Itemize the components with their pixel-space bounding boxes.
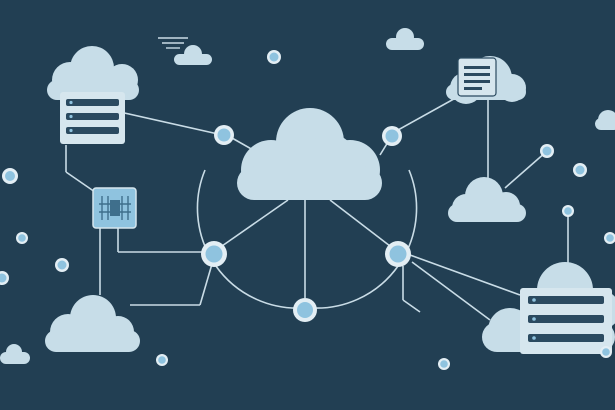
cloud-icon <box>45 295 140 352</box>
cloud-icon <box>595 110 615 130</box>
decorative-dots <box>0 50 615 370</box>
line-to-chip <box>65 171 96 193</box>
network-node-icon <box>382 126 402 146</box>
cloud-icon <box>386 28 424 50</box>
network-node-icon <box>201 241 227 267</box>
line-cloud-to-node-right2 <box>329 199 391 247</box>
server-rack-icon <box>520 288 612 354</box>
document-list-icon <box>457 57 497 97</box>
line-cloud-to-node-left <box>221 199 289 247</box>
central-cloud-icon <box>237 108 382 200</box>
line-node-down-right2 <box>402 299 421 313</box>
network-node-icon <box>214 125 234 145</box>
line-server-to-node <box>119 111 219 135</box>
line-node-to-server2 <box>411 261 491 321</box>
cloud-icon <box>0 344 30 364</box>
line-node-to-server <box>409 254 521 296</box>
cloud-icon <box>448 177 526 222</box>
line-node-down-left <box>199 263 213 306</box>
network-node-icon <box>385 241 411 267</box>
speed-lines <box>158 37 188 49</box>
network-node-icon <box>293 298 317 322</box>
network-node-icon <box>540 144 554 158</box>
server-rack-icon <box>60 92 125 144</box>
processor-chip-icon <box>92 187 137 229</box>
cloud-icon <box>174 45 212 65</box>
line-cloud-to-node-far <box>504 151 547 189</box>
